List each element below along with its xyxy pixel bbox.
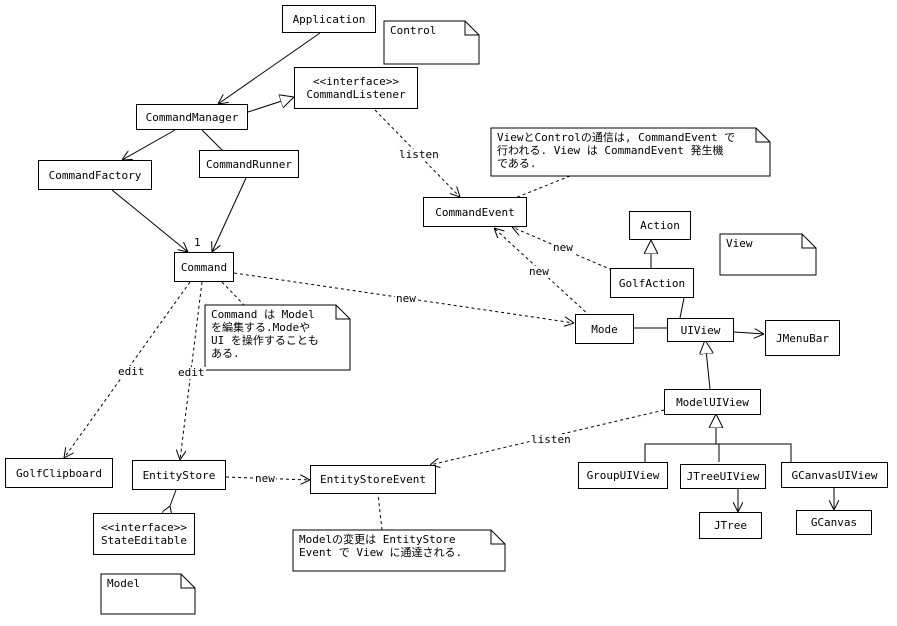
class-commandrunner-label: CommandRunner	[205, 157, 293, 171]
edge-commandrunner-commandmanager	[201, 129, 222, 150]
class-entitystore[interactable]: EntityStore	[132, 460, 226, 490]
note-shape-command	[204, 304, 351, 371]
class-mode[interactable]: Mode	[575, 314, 634, 344]
class-command-label: Command	[180, 260, 228, 274]
class-stateeditable-label: StateEditable	[100, 534, 188, 547]
edge-label-new-mode: new	[528, 265, 550, 278]
multiplicity-label: 1	[194, 236, 201, 249]
class-commandlistener-label: CommandListener	[306, 88, 406, 101]
class-entitystore-label: EntityStore	[142, 468, 216, 482]
class-commandlistener[interactable]: <<interface>> CommandListener	[294, 67, 418, 109]
class-action[interactable]: Action	[629, 211, 691, 240]
edge-subclasses-modeluiview	[644, 443, 792, 462]
class-gcanvas-label: GCanvas	[810, 516, 858, 529]
class-commandlistener-stereotype: <<interface>>	[312, 75, 400, 88]
class-jtreeuiview[interactable]: JTreeUIView	[680, 464, 766, 489]
edge-commandfactory-command	[111, 189, 188, 252]
edge-label-new-store-event: new	[254, 472, 276, 485]
class-stateeditable-stereotype: <<interface>>	[100, 521, 188, 534]
class-jmenubar-label: JMenuBar	[776, 331, 829, 345]
edge-application-commandmanager	[218, 32, 321, 104]
edge-note-command	[221, 281, 245, 306]
edge-stateeditable-entitystore	[170, 489, 177, 506]
edge-label-edit-store: edit	[177, 366, 206, 379]
class-jtree[interactable]: JTree	[699, 512, 762, 539]
edge-note-viewcontrol	[509, 175, 571, 201]
class-commandevent-label: CommandEvent	[435, 205, 515, 219]
class-golfaction-label: GolfAction	[618, 276, 686, 290]
class-application[interactable]: Application	[282, 5, 376, 33]
note-shape-view	[719, 233, 817, 276]
edge-commandrunner-command	[212, 177, 247, 252]
class-modeluiview-label: ModelUIView	[676, 395, 749, 409]
note-shape-model	[100, 573, 196, 615]
class-golfclipboard-label: GolfClipboard	[15, 466, 103, 480]
note-control: Control	[390, 24, 437, 37]
note-model-change: Modelの変更は EntityStore Event で View に通達され…	[299, 533, 463, 559]
class-modeluiview[interactable]: ModelUIView	[664, 389, 761, 415]
edge-commandmanager-commandfactory	[122, 129, 176, 160]
edge-uiview-golfaction	[680, 297, 685, 318]
class-jtree-label: JTree	[713, 519, 748, 532]
class-commandmanager-label: CommandManager	[145, 110, 239, 124]
edge-mode-commandevent	[494, 228, 591, 317]
class-golfaction[interactable]: GolfAction	[610, 268, 694, 298]
class-jtreeuiview-label: JTreeUIView	[686, 470, 760, 483]
edge-label-new-command: new	[395, 292, 417, 305]
edge-label-listen-entity: listen	[530, 433, 572, 446]
class-groupuiview[interactable]: GroupUIView	[578, 462, 668, 489]
class-commandmanager[interactable]: CommandManager	[136, 104, 248, 130]
class-stateeditable[interactable]: <<interface>> StateEditable	[93, 513, 195, 555]
edge-uiview-jmenubar	[733, 332, 764, 334]
note-command-edits: Command は Model を編集する.Modeや UI を操作することも …	[211, 308, 319, 360]
class-commandrunner[interactable]: CommandRunner	[199, 150, 299, 178]
class-command[interactable]: Command	[174, 252, 234, 282]
edge-label-new-golfaction: new	[552, 241, 574, 254]
class-gcanvas[interactable]: GCanvas	[796, 510, 872, 535]
class-entitystoreevent[interactable]: EntityStoreEvent	[310, 465, 436, 494]
note-shape-view-control	[490, 127, 771, 177]
class-mode-label: Mode	[591, 322, 618, 336]
class-application-label: Application	[292, 12, 366, 26]
class-gcanvasuiview[interactable]: GCanvasUIView	[781, 462, 888, 488]
class-jmenubar[interactable]: JMenuBar	[765, 320, 840, 356]
class-commandfactory-label: CommandFactory	[48, 168, 142, 182]
class-entitystoreevent-label: EntityStoreEvent	[320, 473, 426, 486]
class-groupuiview-label: GroupUIView	[586, 469, 660, 482]
note-shape-control	[383, 20, 480, 65]
edge-label-edit-clipboard: edit	[117, 365, 146, 378]
class-golfclipboard[interactable]: GolfClipboard	[5, 458, 113, 488]
class-commandfactory[interactable]: CommandFactory	[38, 160, 152, 190]
class-uiview[interactable]: UIView	[667, 318, 734, 342]
note-shape-model-change	[292, 529, 506, 572]
edge-modeluiview-uiview	[705, 340, 710, 390]
class-gcanvasuiview-label: GCanvasUIView	[791, 468, 878, 482]
class-uiview-label: UIView	[680, 323, 721, 337]
note-view: View	[726, 237, 753, 250]
class-commandevent[interactable]: CommandEvent	[423, 197, 527, 227]
edge-commandmanager-commandlistener	[247, 97, 294, 113]
class-action-label: Action	[640, 219, 680, 232]
edge-label-listen-command: listen	[398, 148, 440, 161]
note-view-control: ViewとControlの通信は, CommandEvent で 行われる. V…	[497, 131, 736, 170]
note-model: Model	[107, 577, 141, 590]
edge-note-entitystoreevent	[377, 493, 383, 531]
